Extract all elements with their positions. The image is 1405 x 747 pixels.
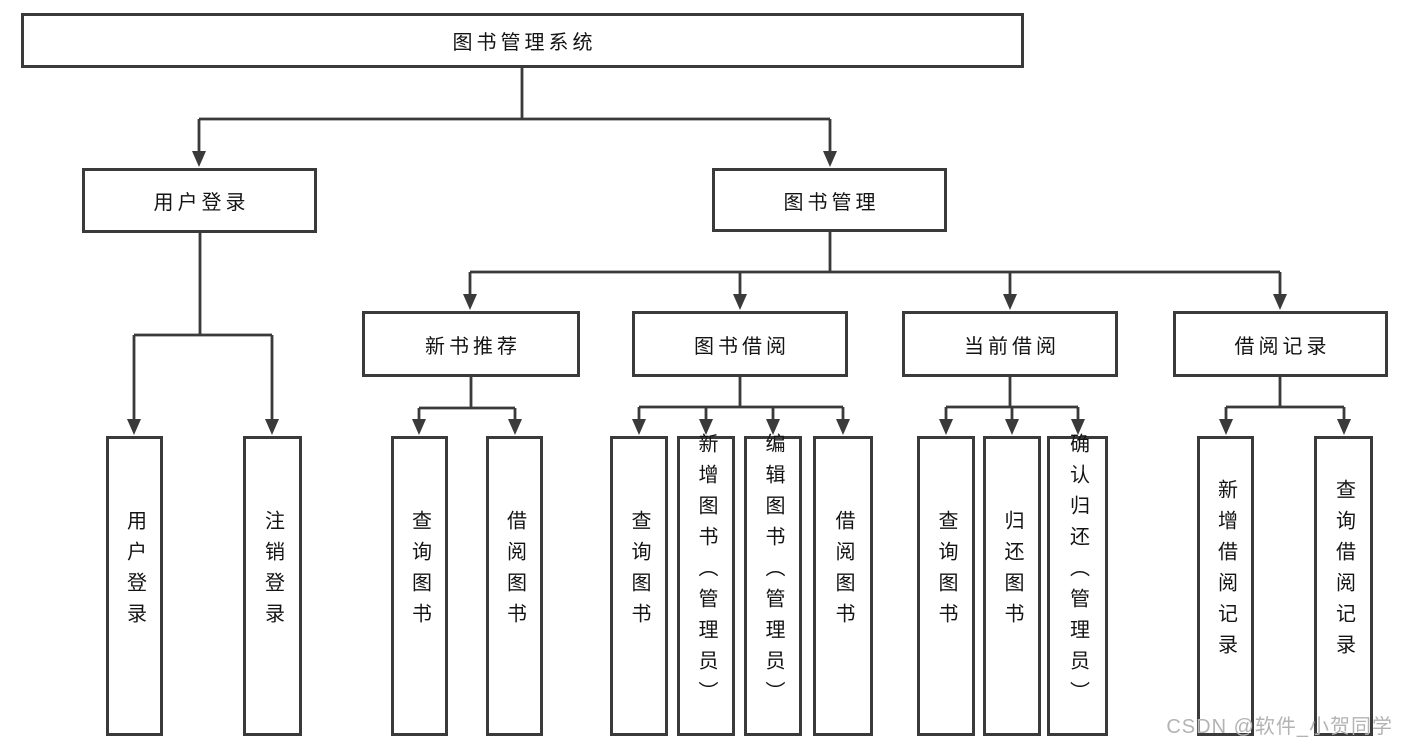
node-leaf-confirm-return-admin: 确认归还（管理员） xyxy=(1047,432,1108,736)
node-new-book-recommend: 新书推荐 xyxy=(362,311,580,377)
node-label: 当前借阅 xyxy=(964,335,1060,358)
node-root-library-system: 图书管理系统 xyxy=(21,13,1024,68)
connector-new-book-recommend-to-leaves xyxy=(412,377,522,435)
node-current-borrow: 当前借阅 xyxy=(902,311,1118,377)
node-label: 图书管理 xyxy=(783,191,880,214)
arrowhead-icon xyxy=(733,294,747,310)
node-label: 新增图书（管理员） xyxy=(695,432,717,712)
node-leaf-borrow-book: 借阅图书 xyxy=(813,436,873,736)
node-leaf-borrow-book: 借阅图书 xyxy=(486,436,543,736)
connector-root-to-level2 xyxy=(192,66,837,167)
node-label: 注销登录 xyxy=(261,510,284,634)
node-label: 确认归还（管理员） xyxy=(1066,432,1089,712)
arrowhead-icon xyxy=(463,294,477,310)
node-book-borrow: 图书借阅 xyxy=(632,311,848,377)
node-label: 图书借阅 xyxy=(694,335,790,358)
arrowhead-icon xyxy=(1273,294,1287,310)
arrowhead-icon xyxy=(939,419,953,435)
arrowhead-icon xyxy=(412,419,426,435)
node-leaf-query-borrow-record: 查询借阅记录 xyxy=(1314,436,1373,736)
node-leaf-return-book: 归还图书 xyxy=(983,436,1041,736)
node-label: 新书推荐 xyxy=(425,335,521,358)
node-label: 借阅图书 xyxy=(832,510,854,634)
node-label: 图书管理系统 xyxy=(452,32,597,54)
node-label: 借阅记录 xyxy=(1234,335,1331,358)
connector-book-management-to-level3 xyxy=(463,232,1287,310)
arrowhead-icon xyxy=(1005,419,1019,435)
node-label: 新增借阅记录 xyxy=(1214,479,1237,665)
connector-user-login-to-leaves xyxy=(127,233,279,435)
node-leaf-user-login: 用户登录 xyxy=(106,436,163,736)
node-leaf-logout: 注销登录 xyxy=(243,436,302,736)
arrowhead-icon xyxy=(508,419,522,435)
arrowhead-icon xyxy=(1337,419,1351,435)
arrowhead-icon xyxy=(823,151,837,167)
node-leaf-add-borrow-record: 新增借阅记录 xyxy=(1197,436,1254,736)
csdn-watermark: CSDN @软件_小贺同学 xyxy=(1166,716,1393,738)
node-leaf-query-book: 查询图书 xyxy=(917,436,975,736)
node-user-login: 用户登录 xyxy=(82,168,317,233)
node-label: 用户登录 xyxy=(153,192,250,214)
node-borrow-records: 借阅记录 xyxy=(1173,311,1388,377)
node-label: 借阅图书 xyxy=(503,510,526,634)
arrowhead-icon xyxy=(265,419,279,435)
node-leaf-query-book: 查询图书 xyxy=(610,436,668,736)
node-label: 查询借阅记录 xyxy=(1332,479,1355,665)
connector-borrow-records-to-leaves xyxy=(1219,377,1351,435)
arrowhead-icon xyxy=(1219,419,1233,435)
node-label: 用户登录 xyxy=(123,510,146,634)
connector-current-borrow-to-leaves xyxy=(939,377,1085,435)
node-leaf-add-book-admin: 新增图书（管理员） xyxy=(677,432,735,736)
arrowhead-icon xyxy=(192,151,206,167)
arrowhead-icon xyxy=(836,419,850,435)
node-leaf-edit-book-admin: 编辑图书（管理员） xyxy=(744,432,802,736)
node-label: 查询图书 xyxy=(628,510,650,634)
node-book-management: 图书管理 xyxy=(712,168,947,232)
node-label: 查询图书 xyxy=(935,510,957,634)
connector-book-borrow-to-leaves xyxy=(632,377,850,435)
node-label: 查询图书 xyxy=(408,510,431,634)
arrowhead-icon xyxy=(632,419,646,435)
node-label: 编辑图书（管理员） xyxy=(762,432,784,712)
node-label: 归还图书 xyxy=(1001,510,1023,634)
node-leaf-query-book: 查询图书 xyxy=(391,436,448,736)
arrowhead-icon xyxy=(1003,294,1017,310)
arrowhead-icon xyxy=(127,419,141,435)
